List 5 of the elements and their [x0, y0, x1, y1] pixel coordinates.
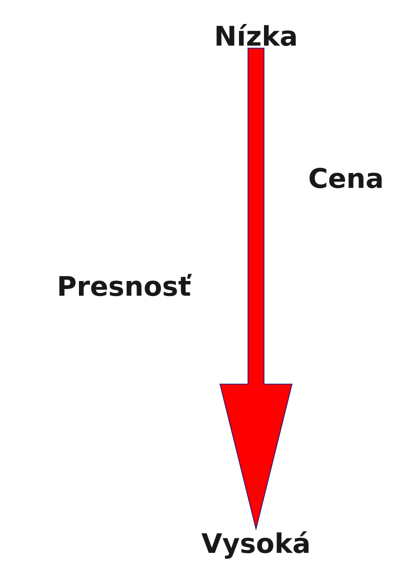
arrow [219, 48, 293, 531]
axis-label: Presnosť [59, 274, 192, 296]
axis-label: Cena [310, 168, 382, 188]
end-label: Vysoká [201, 531, 309, 559]
end-label: Nízka [216, 24, 296, 46]
